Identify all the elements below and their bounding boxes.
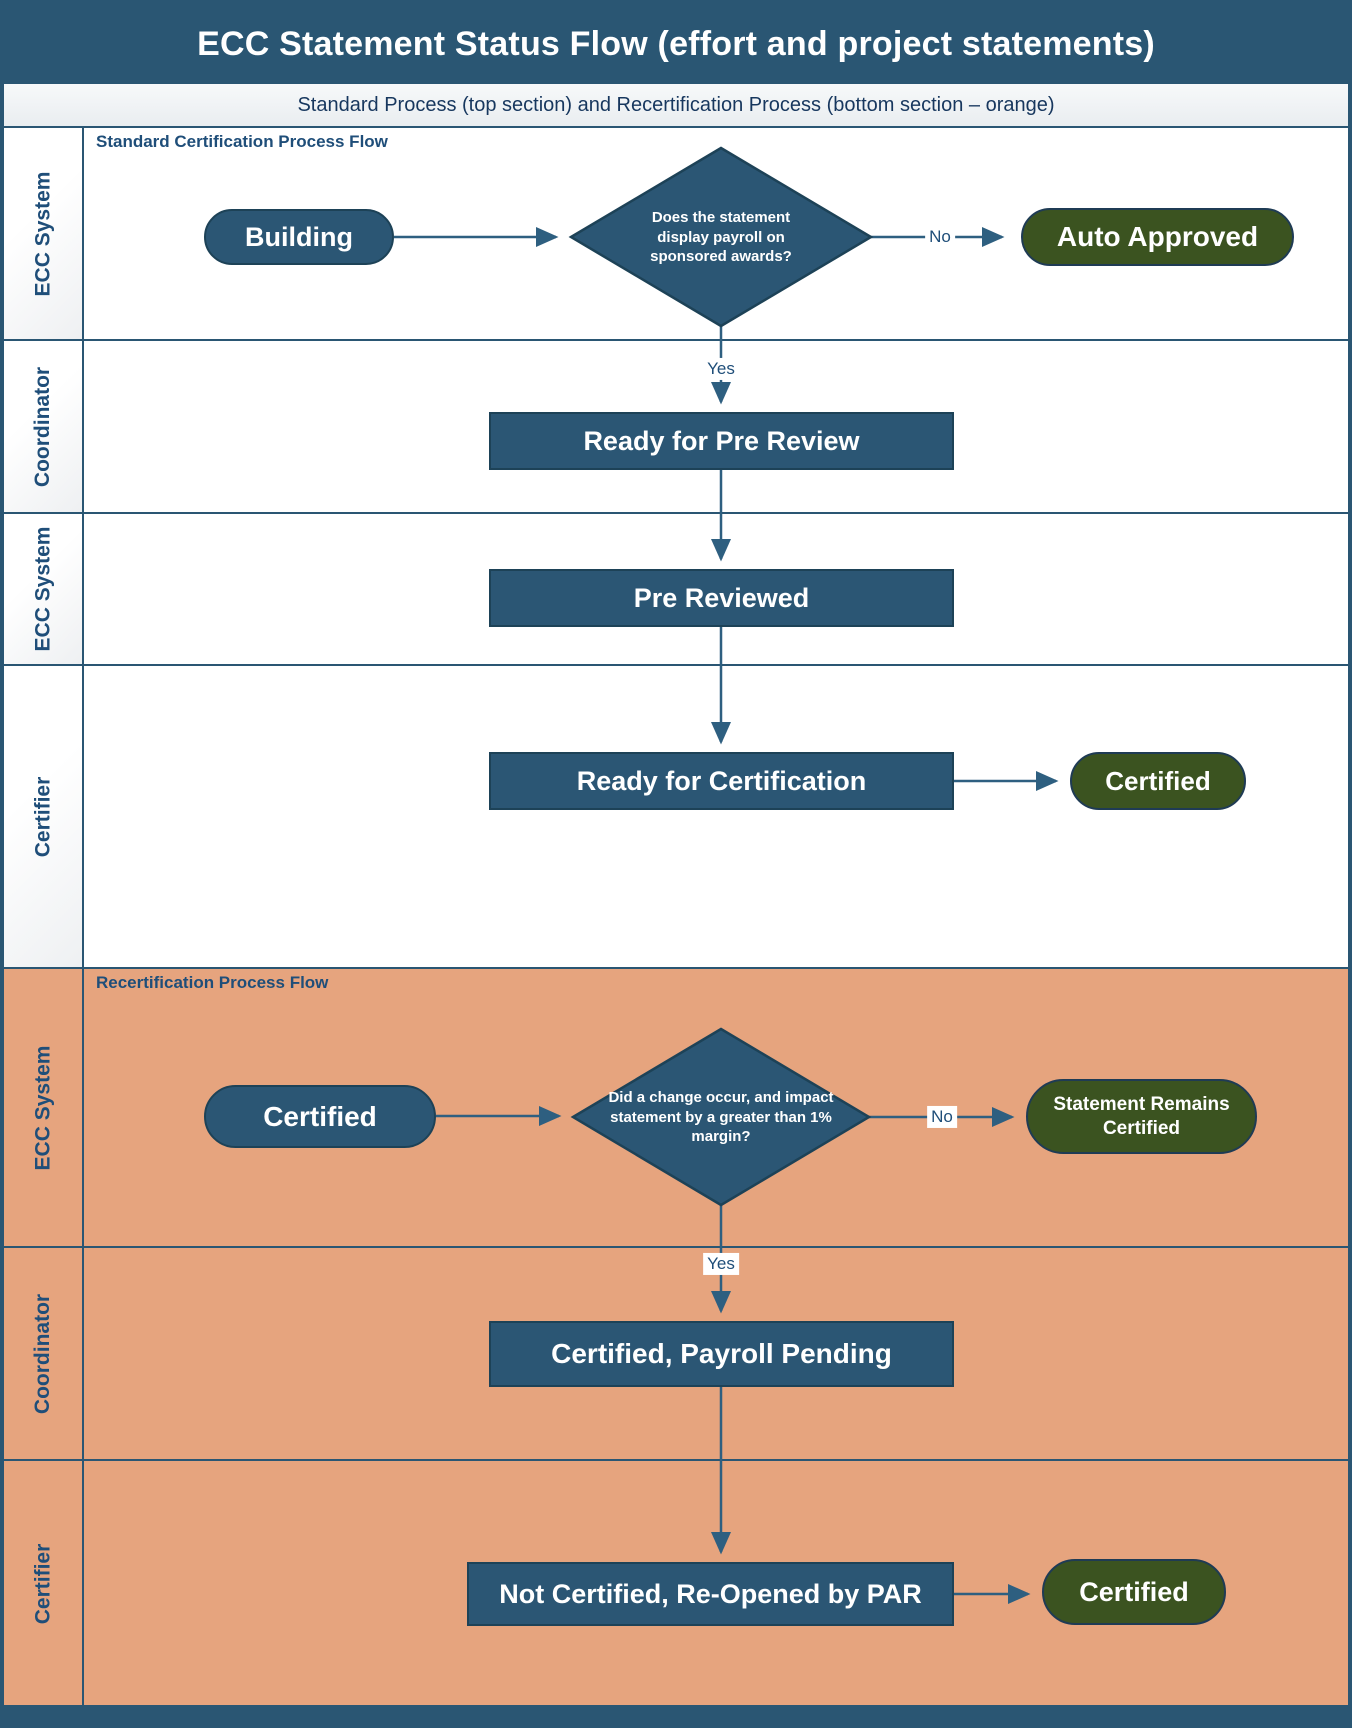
- page-title: ECC Statement Status Flow (effort and pr…: [197, 24, 1155, 63]
- bottom-border-bar: [4, 1705, 1348, 1724]
- lane-label: ECC System: [31, 526, 55, 652]
- lane-label: Certifier: [31, 776, 54, 857]
- subtitle-bar: Standard Process (top section) and Recer…: [4, 84, 1348, 128]
- node-ready-for-certification: Ready for Certification: [489, 752, 954, 810]
- lane-label: Certifier: [31, 1543, 54, 1625]
- edge-label-no-top: No: [925, 225, 955, 249]
- lane-ecc-system-2: ECC System: [4, 512, 1348, 664]
- lane-label: ECC System: [31, 1045, 55, 1170]
- edge-label-no-bottom: No: [927, 1105, 957, 1129]
- node-auto-approved: Auto Approved: [1021, 208, 1294, 266]
- lane-certifier-1: Certifier: [4, 664, 1348, 967]
- lane-label-cell: ECC System: [4, 969, 84, 1246]
- standard-section-header: Standard Certification Process Flow: [96, 132, 388, 151]
- node-certified-start: Certified: [204, 1085, 436, 1148]
- lane-label-cell: Coordinator: [4, 341, 84, 512]
- recertification-section-header: Recertification Process Flow: [96, 973, 329, 992]
- lane-label: ECC System: [31, 171, 55, 296]
- edge-label-yes-top: Yes: [703, 357, 739, 381]
- lane-label-cell: Certifier: [4, 666, 84, 967]
- lane-label-cell: ECC System: [4, 514, 84, 664]
- lane-content: [84, 666, 1348, 967]
- lane-coordinator-1: Coordinator: [4, 339, 1348, 512]
- edge-label-yes-bottom: Yes: [703, 1252, 739, 1276]
- node-certified-payroll-pending: Certified, Payroll Pending: [489, 1321, 954, 1387]
- lane-label-cell: Certifier: [4, 1461, 84, 1707]
- node-statement-remains-certified: Statement Remains Certified: [1026, 1079, 1257, 1154]
- node-not-certified-reopened: Not Certified, Re-Opened by PAR: [467, 1562, 954, 1626]
- decision-change-text: Did a change occur, and impact statement…: [608, 1088, 834, 1145]
- lane-label-cell: Coordinator: [4, 1248, 84, 1459]
- lane-label-cell: ECC System: [4, 128, 84, 339]
- lane-label: Coordinator: [31, 1293, 54, 1414]
- node-building: Building: [204, 209, 394, 265]
- lane-ecc-system-1: ECC System: [4, 126, 1348, 339]
- subtitle-text: Standard Process (top section) and Recer…: [297, 93, 1055, 116]
- title-bar: ECC Statement Status Flow (effort and pr…: [4, 4, 1348, 84]
- node-certified-top: Certified: [1070, 752, 1246, 810]
- node-certified-bottom: Certified: [1042, 1559, 1226, 1625]
- node-ready-for-pre-review: Ready for Pre Review: [489, 412, 954, 470]
- node-pre-reviewed: Pre Reviewed: [489, 569, 954, 627]
- decision-payroll-text: Does the statement display payroll on sp…: [650, 208, 792, 265]
- lane-label: Coordinator: [31, 366, 54, 487]
